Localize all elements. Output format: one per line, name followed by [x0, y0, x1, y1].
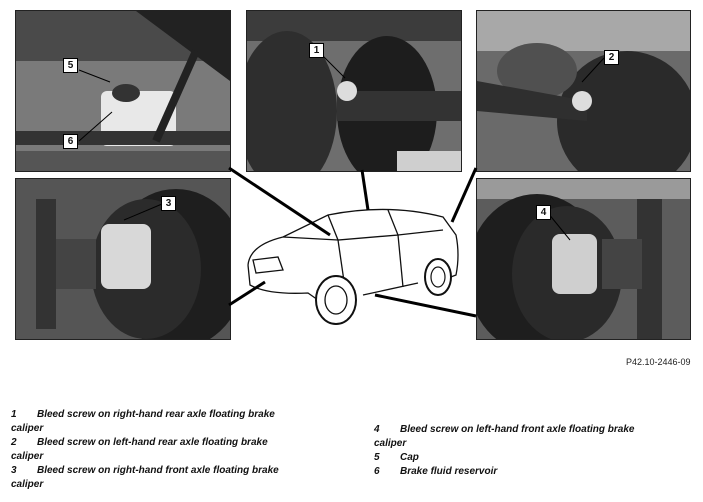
legend-number: 2: [11, 437, 17, 448]
figure-reference: P42.10-2446-09: [626, 357, 691, 367]
legend-text: Bleed screw on left-hand rear axle float…: [37, 437, 268, 448]
legend-number: 5: [374, 452, 380, 463]
callout-5: 5: [63, 58, 78, 73]
legend-item-6: 6 Brake fluid reservoir: [374, 465, 694, 479]
vehicle-line-drawing: [238, 195, 468, 330]
legend-text-wrap: caliper: [11, 451, 44, 462]
legend-item-4: 4 Bleed screw on left-hand front axle flo…: [374, 423, 694, 451]
legend-text-wrap: caliper: [11, 423, 44, 434]
callout-6: 6: [63, 134, 78, 149]
legend-left: 1 Bleed screw on right-hand rear axle flo…: [11, 408, 341, 492]
legend-text: Cap: [400, 452, 419, 463]
legend-text: Bleed screw on left-hand front axle floa…: [400, 424, 635, 435]
legend-text-wrap: caliper: [374, 438, 407, 449]
legend-number: 4: [374, 424, 380, 435]
photo-right-hand-rear-caliper: [246, 10, 462, 172]
callout-2: 2: [604, 50, 619, 65]
callout-3: 3: [161, 196, 176, 211]
legend-item-2: 2 Bleed screw on left-hand rear axle floa…: [11, 436, 341, 464]
legend-text-wrap: caliper: [11, 479, 44, 490]
callout-4: 4: [536, 205, 551, 220]
legend-number: 3: [11, 465, 17, 476]
legend-item-3: 3 Bleed screw on right-hand front axle fl…: [11, 464, 341, 492]
photo-brake-fluid-reservoir: [15, 10, 231, 172]
legend-number: 6: [374, 466, 380, 477]
legend-text: Bleed screw on right-hand rear axle floa…: [37, 409, 275, 420]
photo-right-hand-front-caliper: [15, 178, 231, 340]
photo-left-hand-front-caliper: [476, 178, 691, 340]
legend-item-1: 1 Bleed screw on right-hand rear axle flo…: [11, 408, 341, 436]
photo-left-hand-rear-caliper: [476, 10, 691, 172]
legend-text: Brake fluid reservoir: [400, 466, 498, 477]
callout-1: 1: [309, 43, 324, 58]
legend-text: Bleed screw on right-hand front axle flo…: [37, 465, 279, 476]
legend-number: 1: [11, 409, 17, 420]
legend-item-5: 5 Cap: [374, 451, 694, 465]
legend-right: 4 Bleed screw on left-hand front axle flo…: [374, 423, 694, 479]
